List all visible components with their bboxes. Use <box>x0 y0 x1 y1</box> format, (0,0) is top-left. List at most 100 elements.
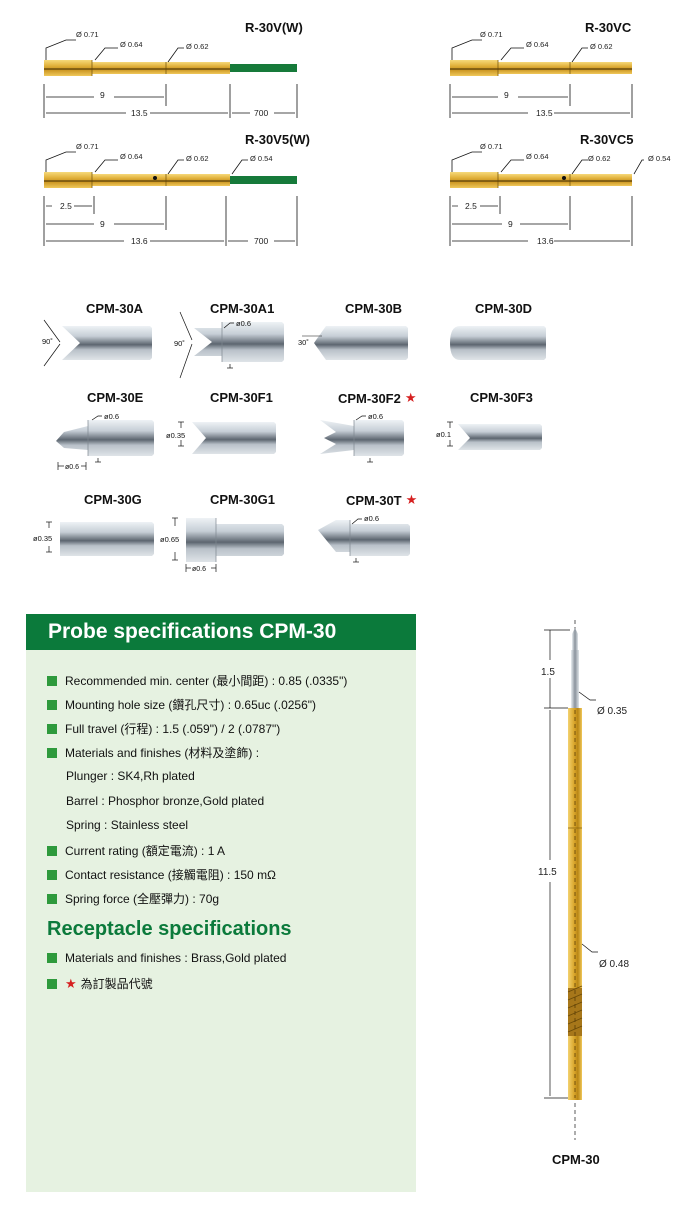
tip-title: CPM-30G1 <box>210 492 276 507</box>
spec-item: Materials and finishes : Brass,Gold plat… <box>47 951 286 965</box>
tip-title: CPM-30F3 <box>470 390 533 405</box>
bullet-square-icon <box>47 978 57 989</box>
diameter-label: Ø 0.71 <box>76 142 99 151</box>
dimension-label: 2.5 <box>60 201 72 211</box>
bullet-square-icon <box>47 699 57 710</box>
tip-title: CPM-30F2 <box>338 390 401 406</box>
bullet-square-icon <box>47 845 57 856</box>
dimension-label: 13.6 <box>537 236 554 246</box>
diameter-label: Ø 0.62 <box>186 154 209 163</box>
spec-item: ★為訂製品代號 <box>47 975 153 992</box>
tip-title: CPM-30D <box>475 301 533 316</box>
angle-label: 30˚ <box>298 338 309 347</box>
spec-item: Full travel (行程) : 1.5 (.059") / 2 (.078… <box>47 720 280 737</box>
receptacle-title: R-30V5(W) <box>245 132 311 147</box>
diameter-label: ø0.35 <box>33 534 52 543</box>
spec-item: Spring force (全壓彈力) : 70g <box>47 890 219 907</box>
receptacle-spec-title: Receptacle specifications <box>47 918 292 940</box>
bullet-square-icon <box>47 953 57 963</box>
tip-drawing: 30˚ <box>298 326 408 360</box>
receptacle-drawing <box>43 151 298 246</box>
diameter-label: ø0.6 <box>192 566 206 573</box>
diameter-label: Ø 0.64 <box>526 152 549 161</box>
tip-title: CPM-30F1 <box>210 390 273 405</box>
tip-title: CPM-30A1 <box>210 301 275 316</box>
diameter-label: ø0.6 <box>368 412 383 421</box>
diameter-label: Ø 0.64 <box>526 40 549 49</box>
diameter-label: Ø 0.48 <box>599 959 630 970</box>
spec-item: Contact resistance (接觸電阻) : 150 mΩ <box>47 866 276 883</box>
diameter-label: Ø 0.62 <box>186 42 209 51</box>
diameter-label: Ø 0.54 <box>648 154 671 163</box>
tip-title: CPM-30G <box>84 492 142 507</box>
spec-item: Current rating (額定電流) : 1 A <box>47 842 225 859</box>
diameter-label: Ø 0.71 <box>480 142 503 151</box>
star-icon: ★ <box>405 492 418 507</box>
tip-title: CPM-30A <box>86 301 144 316</box>
receptacle-drawing <box>449 151 644 246</box>
receptacle-drawing <box>449 39 633 118</box>
tip-drawing: 90˚ ø0.6 <box>174 311 284 379</box>
bullet-square-icon <box>47 893 57 904</box>
receptacle-drawing <box>43 39 298 118</box>
receptacle-title: R-30VC <box>585 20 632 35</box>
tip-drawing: ø0.65 ø0.6 <box>160 517 284 573</box>
bullet-square-icon <box>47 675 57 686</box>
bullet-square-icon <box>47 723 57 734</box>
tip-drawing: ø0.6 ø0.6 <box>56 412 154 471</box>
material-item: Barrel : Phosphor bronze,Gold plated <box>66 794 265 808</box>
spec-item: Materials and finishes (材料及塗飾) : <box>47 744 259 761</box>
diameter-label: Ø 0.64 <box>120 152 143 161</box>
material-item: Plunger : SK4,Rh plated <box>66 769 195 783</box>
material-item: Spring : Stainless steel <box>66 818 189 832</box>
dimension-label: 700 <box>254 236 269 246</box>
tip-drawing: ø0.6 <box>320 412 404 463</box>
tip-title: CPM-30T <box>346 492 402 508</box>
dimension-label: 13.5 <box>131 108 148 118</box>
bullet-square-icon <box>47 747 57 758</box>
dimension-label: 9 <box>100 90 105 100</box>
dimension-label: 1.5 <box>541 667 555 678</box>
tip-title-row: CPM-30F2 ★ <box>338 390 421 406</box>
diameter-label: Ø 0.35 <box>597 706 628 717</box>
dimension-label: 11.5 <box>538 867 557 878</box>
probe-drawing <box>544 620 598 1140</box>
diameter-label: ø0.6 <box>236 319 251 328</box>
diameter-label: Ø 0.71 <box>480 30 503 39</box>
receptacle-title: R-30VC5 <box>580 132 634 147</box>
tip-drawing: ø0.35 <box>166 421 276 454</box>
tip-drawing: 90˚ <box>42 319 152 367</box>
tip-drawing: ø0.6 <box>318 514 410 563</box>
diameter-label: Ø 0.62 <box>590 42 613 51</box>
spec-item: Recommended min. center (最小間距) : 0.85 (.… <box>47 672 347 689</box>
diameter-label: ø0.6 <box>65 464 79 471</box>
diameter-label: Ø 0.64 <box>120 40 143 49</box>
probe-model-label: CPM-30 <box>552 1152 600 1167</box>
dimension-label: 2.5 <box>465 201 477 211</box>
star-icon: ★ <box>404 390 417 405</box>
dimension-label: 700 <box>254 108 269 118</box>
tip-title-row: CPM-30T ★ <box>346 492 421 508</box>
spec-item: Mounting hole size (鑽孔尺寸) : 0.65uc (.025… <box>47 696 316 713</box>
tip-drawing: ø0.35 <box>33 521 154 556</box>
dimension-label: 9 <box>504 90 509 100</box>
tip-drawing: ø0.1 <box>436 421 542 450</box>
diameter-label: ø0.65 <box>160 535 179 544</box>
bullet-square-icon <box>47 869 57 880</box>
dimension-label: 9 <box>100 219 105 229</box>
diameter-label: ø0.6 <box>104 412 119 421</box>
diameter-label: ø0.35 <box>166 431 185 440</box>
star-icon: ★ <box>65 975 77 991</box>
diameter-label: Ø 0.54 <box>250 154 273 163</box>
tip-title: CPM-30B <box>345 301 403 316</box>
dimension-label: 13.5 <box>536 108 553 118</box>
dimension-label: 9 <box>508 219 513 229</box>
spec-panel <box>26 614 416 1192</box>
tip-drawing <box>450 326 546 360</box>
diameter-label: ø0.6 <box>364 514 379 523</box>
receptacle-title: R-30V(W) <box>245 20 303 35</box>
probe-spec-title: Probe specifications CPM-30 <box>26 614 416 650</box>
diameter-label: ø0.1 <box>436 430 451 439</box>
angle-label: 90˚ <box>174 339 185 348</box>
diameter-label: Ø 0.62 <box>588 154 611 163</box>
